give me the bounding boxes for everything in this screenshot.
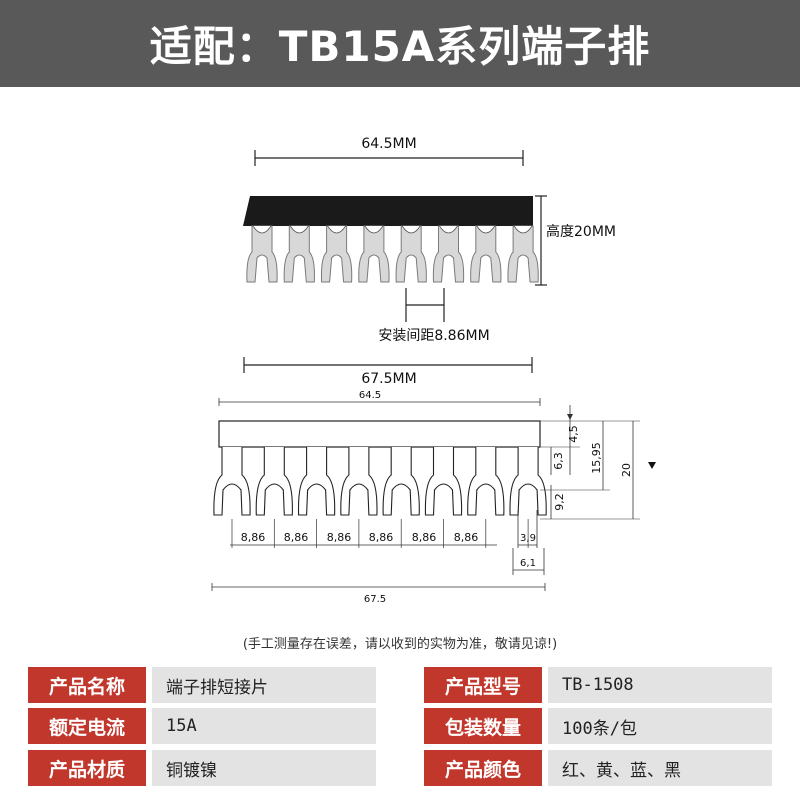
spec-value: 100条/包 xyxy=(548,708,772,744)
measurement-note: (手工测量存在误差，请以收到的实物为准，敬请见谅!) xyxy=(242,637,558,652)
fork-outline xyxy=(255,447,293,548)
fork-terminal xyxy=(283,225,315,283)
marker-arrow-icon xyxy=(648,462,656,469)
fork-terminal xyxy=(432,225,465,283)
page-title: 适配：TB15A系列端子排 xyxy=(149,22,651,71)
dim-height: 高度20MM xyxy=(546,223,616,240)
fork-outline xyxy=(297,447,336,548)
dim-v-20: 20 xyxy=(620,463,633,477)
spec-label: 包装数量 xyxy=(424,708,542,744)
product-drawing: 64.5MM 高度20MM 安装间距8.86MM 67.5MM 64.5 8,8… xyxy=(211,136,656,605)
spec-row-model: 产品型号 TB-1508 xyxy=(424,667,772,703)
fork-outline xyxy=(467,447,505,548)
fork-terminal xyxy=(358,225,390,283)
dim-v-4-5: 4,5 xyxy=(567,425,580,443)
spec-label: 产品型号 xyxy=(424,667,542,703)
dim-v-15-95: 15,95 xyxy=(590,442,603,474)
spec-label: 额定电流 xyxy=(28,708,146,744)
busbar-body xyxy=(243,196,533,226)
spec-label: 产品颜色 xyxy=(424,750,542,786)
spec-row-package: 包装数量 100条/包 xyxy=(424,708,772,744)
spec-row-name: 产品名称 端子排短接片 xyxy=(28,667,376,703)
dim-overall-top: 67.5MM xyxy=(361,371,416,387)
spec-value: 端子排短接片 xyxy=(152,667,376,703)
spec-row-color: 产品颜色 红、黄、蓝、黑 xyxy=(424,750,772,786)
fork-terminal xyxy=(320,225,353,283)
spec-row-material: 产品材质 铜镀镍 xyxy=(28,750,376,786)
dim-v-6-3: 6,3 xyxy=(552,452,565,470)
spec-value: 15A xyxy=(152,708,376,744)
spec-label: 产品材质 xyxy=(28,750,146,786)
fork-terminals-photo xyxy=(246,225,539,283)
spec-value: 铜镀镍 xyxy=(152,750,376,786)
fork-terminal xyxy=(246,225,278,283)
fork-terminal xyxy=(507,225,539,283)
pitch-label: 8,86 xyxy=(369,531,394,544)
fork-outline xyxy=(382,447,420,548)
fork-terminals-outline xyxy=(213,447,547,548)
pitch-label: 8,86 xyxy=(327,531,352,544)
pitch-label: 8,86 xyxy=(284,531,309,544)
fork-outline xyxy=(509,447,547,548)
dim-v-9-2: 9,2 xyxy=(553,493,566,511)
fork-outline xyxy=(424,447,463,548)
fork-terminal xyxy=(395,225,427,283)
dim-overall-bottom: 67.5 xyxy=(364,594,386,605)
pitch-label: 8,86 xyxy=(454,531,479,544)
dim-width-top: 64.5MM xyxy=(361,136,416,152)
fork-outline xyxy=(340,447,378,548)
dim-slot-width: 3,9 xyxy=(520,533,536,544)
pitch-label: 8,86 xyxy=(241,531,266,544)
fork-outline xyxy=(213,447,251,548)
fork-terminal xyxy=(470,225,502,283)
spec-label: 产品名称 xyxy=(28,667,146,703)
dim-pitch: 安装间距8.86MM xyxy=(378,328,489,344)
dim-inner-top: 64.5 xyxy=(359,390,381,401)
spec-value: TB-1508 xyxy=(548,667,772,703)
pitch-label: 8,86 xyxy=(412,531,437,544)
header-banner: 适配：TB15A系列端子排 xyxy=(0,0,800,87)
spec-value: 红、黄、蓝、黑 xyxy=(548,750,772,786)
spec-row-current: 额定电流 15A xyxy=(28,708,376,744)
dim-fork-width: 6,1 xyxy=(520,558,536,569)
